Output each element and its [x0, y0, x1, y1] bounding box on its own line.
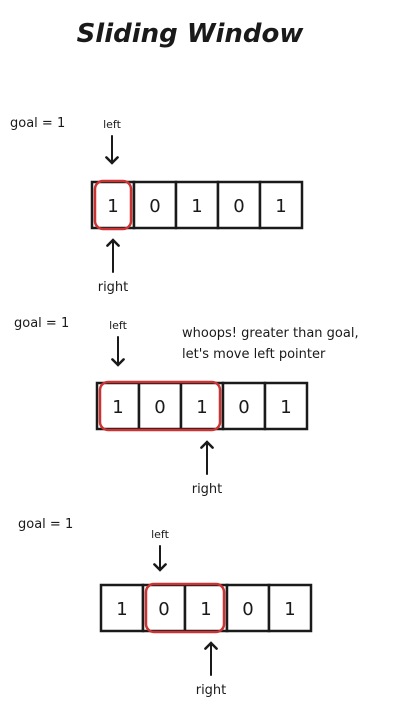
- array-cells: 1 0 1 0 1: [90, 179, 304, 231]
- array-cell: [221, 381, 267, 431]
- right-pointer-label: right: [192, 482, 223, 497]
- array-cell-value: 1: [284, 599, 295, 620]
- diagram-title: Sliding Window: [77, 19, 305, 49]
- array-cell: [99, 583, 145, 633]
- array-cell-value: 1: [200, 599, 211, 620]
- goal-label: goal = 1: [10, 116, 65, 131]
- array-cell: [267, 583, 313, 633]
- step-2: goal = 1 left whoops! greater than goal,…: [14, 316, 359, 497]
- left-pointer-label: left: [103, 118, 122, 131]
- array-cell-value: 1: [116, 599, 127, 620]
- note-line-1: whoops! greater than goal,: [182, 326, 359, 341]
- goal-label: goal = 1: [18, 517, 73, 532]
- array-cell-value: 0: [158, 599, 169, 620]
- array-cell-value: 1: [112, 397, 123, 418]
- left-pointer-label: left: [109, 319, 128, 332]
- window-highlight: [98, 380, 222, 432]
- array-cell: [137, 381, 183, 431]
- goal-label: goal = 1: [14, 316, 69, 331]
- array-cells: 1 0 1 0 1: [95, 380, 309, 432]
- array-cell-value: 0: [238, 397, 249, 418]
- array-cell-value: 0: [242, 599, 253, 620]
- window-highlight: [144, 582, 226, 634]
- window-highlight: [93, 179, 133, 231]
- array-cell: [174, 180, 220, 230]
- array-cell-value: 0: [233, 196, 244, 217]
- array-cell-value: 1: [196, 397, 207, 418]
- array-cell: [263, 381, 309, 431]
- array-cells: 1 0 1 0 1: [99, 582, 313, 634]
- right-pointer-label: right: [98, 280, 129, 295]
- left-pointer-label: left: [151, 528, 170, 541]
- step-3: goal = 1 left 1 0 1 0 1 right: [18, 517, 313, 698]
- array-cell-value: 0: [154, 397, 165, 418]
- array-cell-value: 1: [280, 397, 291, 418]
- right-pointer-label: right: [196, 683, 227, 698]
- step-1: goal = 1 left 1 0 1 0 1 right: [10, 116, 304, 295]
- note-line-2: let's move left pointer: [182, 347, 326, 362]
- array-cell-value: 0: [149, 196, 160, 217]
- array-cell: [258, 180, 304, 230]
- array-cell-value: 1: [275, 196, 286, 217]
- array-cell: [225, 583, 271, 633]
- array-cell-value: 1: [191, 196, 202, 217]
- array-cell-value: 1: [107, 196, 118, 217]
